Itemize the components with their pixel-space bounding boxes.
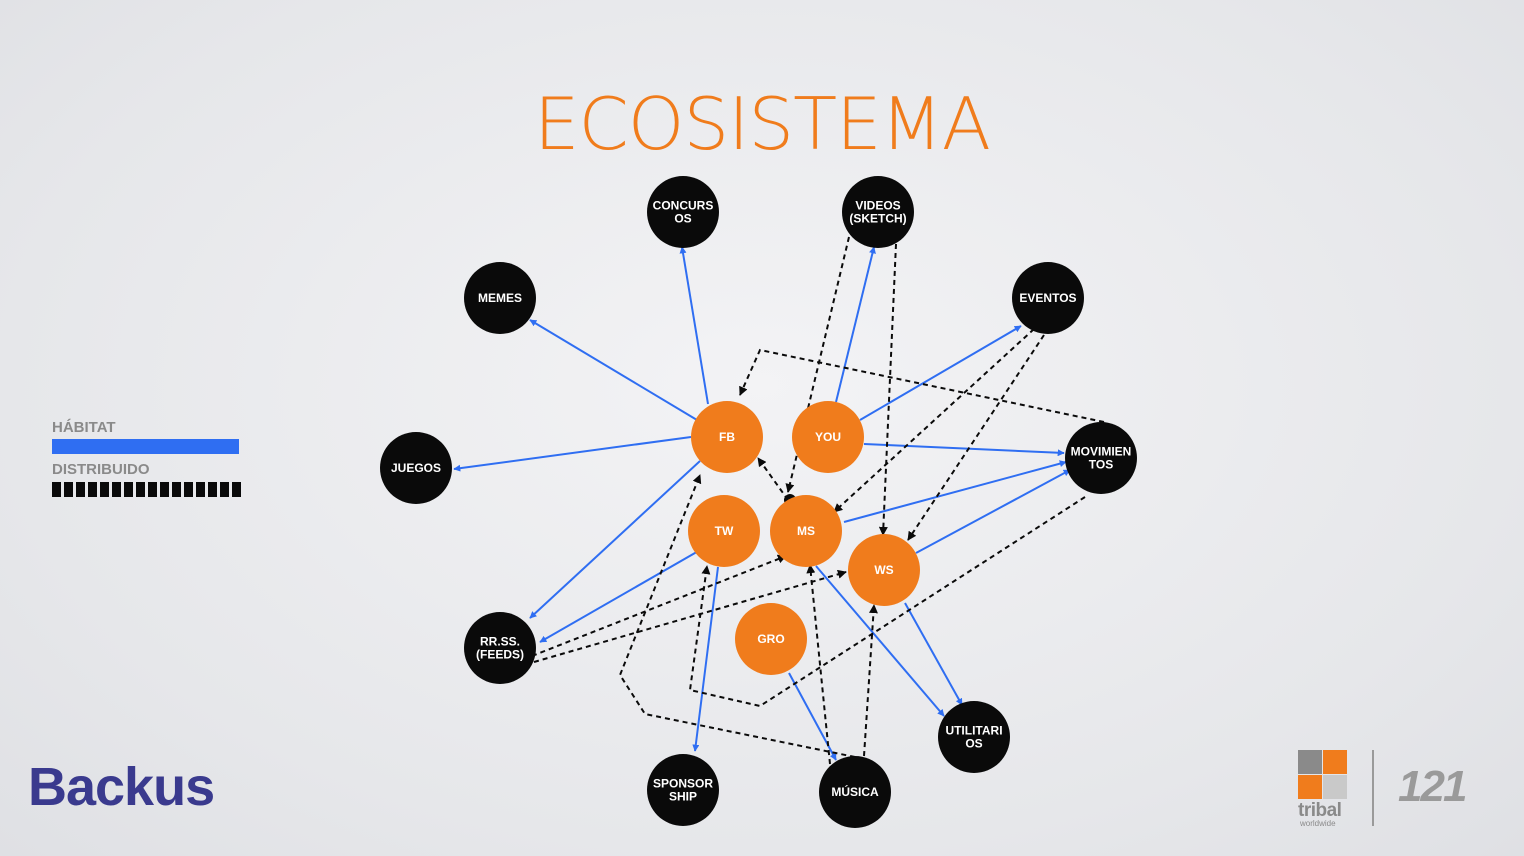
node-eventos-circle — [1012, 262, 1084, 334]
node-movimientos-circle — [1065, 422, 1137, 494]
node-concursos-label-1: CONCURS — [653, 199, 714, 213]
habitat-link-3 — [453, 436, 692, 472]
node-ws: WS — [848, 534, 920, 606]
node-rrss: RR.SS.(FEEDS) — [464, 612, 536, 684]
tribal-square-light — [1323, 775, 1347, 799]
node-videos-label-2: (SKETCH) — [849, 212, 906, 226]
distributed-links — [531, 236, 1105, 765]
node-rrss-circle — [464, 612, 536, 684]
node-juegos-circle — [380, 432, 452, 504]
tribal-logo: tribal worldwide — [1296, 748, 1356, 828]
habitat-link-7 — [863, 443, 1065, 457]
node-videos-label-1: VIDEOS — [855, 199, 900, 213]
distributed-link-9 — [806, 564, 831, 765]
node-sponsorship-label-1: SPONSOR — [653, 777, 713, 791]
distributed-link-11 — [531, 554, 787, 657]
distributed-link-5 — [757, 457, 789, 501]
node-sponsorship-circle — [647, 754, 719, 826]
habitat-link-2 — [529, 319, 698, 421]
distributed-link-3 — [833, 328, 1035, 513]
node-fb-circle — [691, 401, 763, 473]
habitat-links — [453, 246, 1071, 761]
node-musica: MÚSICA — [819, 756, 891, 828]
tribal-subtext: worldwide — [1300, 819, 1336, 828]
node-juegos-label: JUEGOS — [391, 461, 441, 475]
habitat-link-12 — [815, 565, 945, 717]
node-juegos: JUEGOS — [380, 432, 452, 504]
node-you: YOU — [792, 401, 864, 473]
node-videos: VIDEOS(SKETCH) — [842, 176, 914, 248]
node-movimientos-label-1: MOVIMIEN — [1071, 445, 1132, 459]
tribal-square-grey — [1298, 750, 1322, 774]
habitat-link-13 — [904, 602, 963, 706]
node-musica-label: MÚSICA — [831, 784, 879, 799]
distributed-link-7 — [688, 496, 1086, 708]
node-videos-circle — [842, 176, 914, 248]
distributed-link-8 — [618, 474, 856, 758]
node-gro-label: GRO — [757, 632, 784, 646]
node-fb: FB — [691, 401, 763, 473]
legend: HÁBITAT DISTRIBUIDO — [52, 418, 242, 497]
node-eventos: EVENTOS — [1012, 262, 1084, 334]
node-rrss-label-1: RR.SS. — [480, 635, 520, 649]
node-concursos-label-2: OS — [674, 212, 691, 226]
distributed-link-10 — [863, 604, 878, 757]
habitat-link-4 — [529, 460, 701, 619]
node-concursos-circle — [647, 176, 719, 248]
node-utilitarios-circle — [938, 701, 1010, 773]
node-tw-circle — [688, 495, 760, 567]
legend-habitat-label: HÁBITAT — [52, 419, 116, 436]
legend-distribuido-swatch — [52, 482, 242, 497]
habitat-link-10 — [843, 460, 1067, 523]
node-rrss-label-2: (FEEDS) — [476, 648, 524, 662]
slide-title: ECOSISTEMA — [534, 82, 991, 166]
node-gro: GRO — [735, 603, 807, 675]
backus-logo: Backus — [28, 757, 215, 817]
node-utilitarios-label-1: UTILITARI — [945, 724, 1002, 738]
node-memes-label: MEMES — [478, 291, 522, 305]
node-musica-circle — [819, 756, 891, 828]
node-ms: MS — [770, 495, 842, 567]
node-movimientos-label-2: TOS — [1089, 458, 1113, 472]
node-ws-label: WS — [874, 563, 893, 577]
legend-habitat-swatch — [52, 439, 239, 454]
node-memes-circle — [464, 262, 536, 334]
node-ms-label: MS — [797, 524, 815, 538]
node-ms-circle — [770, 495, 842, 567]
tribal-square-orange-2 — [1298, 775, 1322, 799]
distributed-link-6 — [739, 348, 1105, 423]
node-sponsorship-label-2: SHIP — [669, 790, 697, 804]
distributed-link-12 — [533, 569, 847, 663]
node-memes: MEMES — [464, 262, 536, 334]
habitat-link-1 — [679, 246, 709, 405]
node-ws-circle — [848, 534, 920, 606]
node-utilitarios-label-2: OS — [965, 737, 982, 751]
node-you-circle — [792, 401, 864, 473]
node-you-label: YOU — [815, 430, 841, 444]
node-gro-circle — [735, 603, 807, 675]
node-eventos-label: EVENTOS — [1019, 291, 1076, 305]
distributed-link-4 — [907, 334, 1045, 541]
legend-distribuido-label: DISTRIBUIDO — [52, 461, 150, 478]
distributed-link-2 — [878, 243, 897, 536]
habitat-link-11 — [915, 469, 1071, 554]
habitat-link-5 — [835, 246, 876, 403]
habitat-link-8 — [692, 566, 719, 752]
logo-divider — [1372, 750, 1374, 826]
agency-121-logo: 121 — [1398, 762, 1467, 811]
node-fb-label: FB — [719, 430, 735, 444]
tribal-square-orange — [1323, 750, 1347, 774]
habitat-link-6 — [859, 325, 1022, 421]
node-tw: TW — [688, 495, 760, 567]
node-tw-label: TW — [715, 524, 734, 538]
habitat-link-14 — [788, 672, 837, 761]
tribal-wordmark: tribal — [1298, 800, 1342, 821]
